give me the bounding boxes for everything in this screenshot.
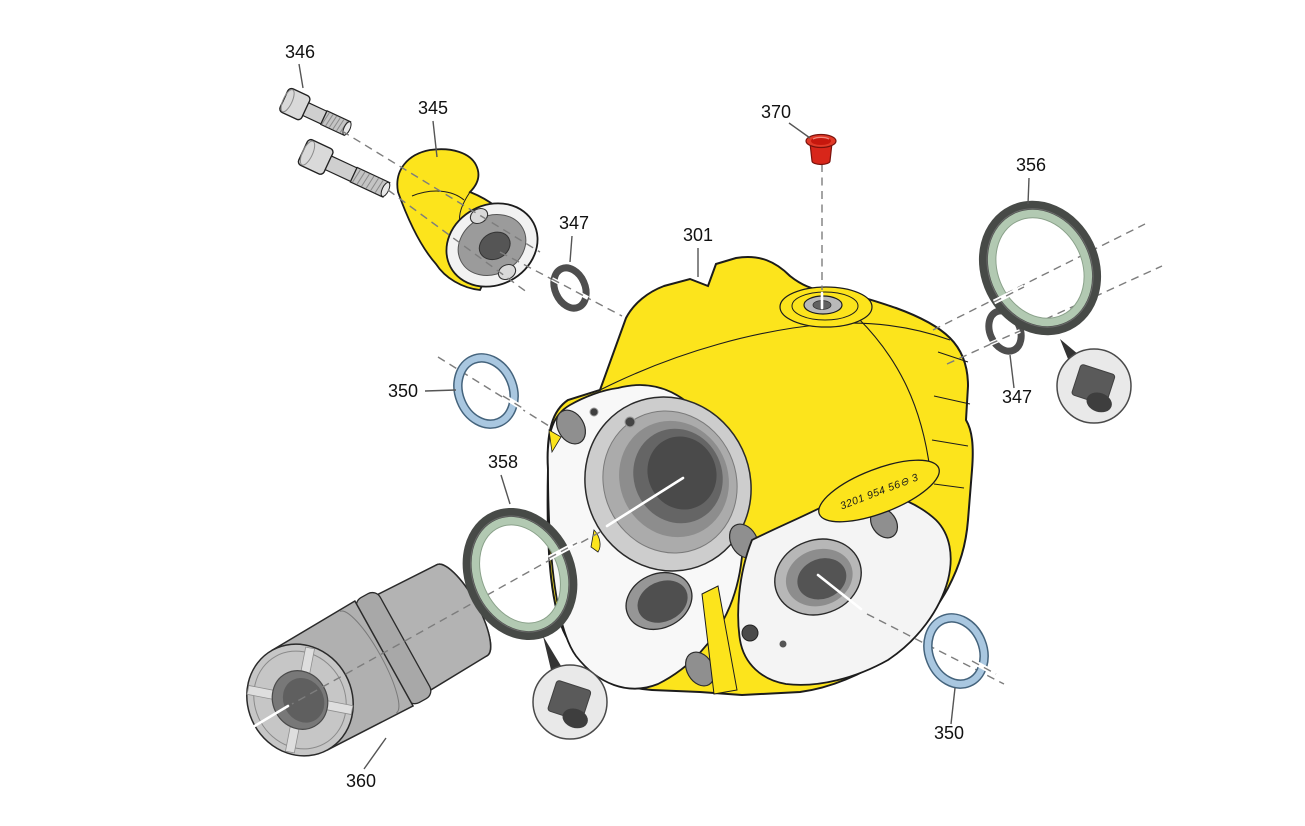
leader-line bbox=[950, 687, 956, 725]
flange-fitting bbox=[396, 148, 539, 291]
axis-line bbox=[387, 189, 529, 294]
part-label-350-left: 350 bbox=[388, 381, 418, 401]
axis-line bbox=[437, 356, 550, 427]
socket-head-screw-2 bbox=[297, 138, 391, 198]
part-label-358: 358 bbox=[488, 452, 518, 472]
leader-line bbox=[363, 737, 387, 770]
part-label-345: 345 bbox=[418, 98, 448, 118]
leader-line bbox=[500, 474, 511, 505]
leader-line bbox=[1027, 177, 1030, 205]
retaining-ring-right bbox=[923, 613, 998, 689]
axis-line bbox=[946, 265, 1163, 365]
main-bore bbox=[584, 396, 752, 572]
plug bbox=[805, 133, 837, 166]
axis-line bbox=[341, 130, 541, 253]
fitting-flange-face bbox=[445, 202, 539, 288]
part-label-370: 370 bbox=[761, 102, 791, 122]
secondary-bore bbox=[625, 571, 693, 631]
part-label-347-right: 347 bbox=[1002, 387, 1032, 407]
part-label-350-right: 350 bbox=[934, 723, 964, 743]
leader-line bbox=[569, 235, 573, 263]
square-plug-icon bbox=[1071, 364, 1116, 413]
seal-ring-left bbox=[462, 507, 579, 641]
bore-leader-line bbox=[241, 704, 290, 735]
o-ring-upper bbox=[550, 264, 590, 312]
part-labels: 346 345 370 356 347 301 347 350 358 350 … bbox=[285, 42, 1046, 791]
retaining-ring-left bbox=[453, 353, 526, 429]
socket-head-screw-1 bbox=[279, 87, 352, 137]
axis-line bbox=[932, 223, 1146, 331]
housing-top-boss bbox=[779, 286, 873, 328]
coupling-sleeve bbox=[246, 563, 492, 757]
part-label-301: 301 bbox=[683, 225, 713, 245]
housing-yellow-sliver bbox=[701, 585, 738, 695]
bore-leader-line bbox=[816, 573, 863, 611]
square-plug-icon bbox=[547, 680, 592, 729]
leader-line bbox=[424, 389, 457, 392]
bore-leader-line bbox=[605, 476, 685, 528]
pump-housing: 3201 954 56⊖ 3 bbox=[546, 256, 974, 697]
housing-side-ribs bbox=[931, 351, 971, 489]
leader-line bbox=[788, 122, 811, 139]
leader-line bbox=[298, 63, 304, 89]
callout-square-plug-right bbox=[1056, 339, 1132, 424]
leader-line bbox=[1009, 354, 1015, 389]
leader-line bbox=[432, 120, 438, 158]
axis-line bbox=[291, 531, 601, 705]
assembly-axis-lines bbox=[241, 130, 1163, 735]
housing-front-face bbox=[546, 384, 760, 690]
part-label-347-upper: 347 bbox=[559, 213, 589, 233]
callout-square-plug-bottom bbox=[532, 636, 608, 740]
part-label-356: 356 bbox=[1016, 155, 1046, 175]
part-label-360: 360 bbox=[346, 771, 376, 791]
seal-ring-right bbox=[978, 200, 1102, 336]
part-label-346: 346 bbox=[285, 42, 315, 62]
